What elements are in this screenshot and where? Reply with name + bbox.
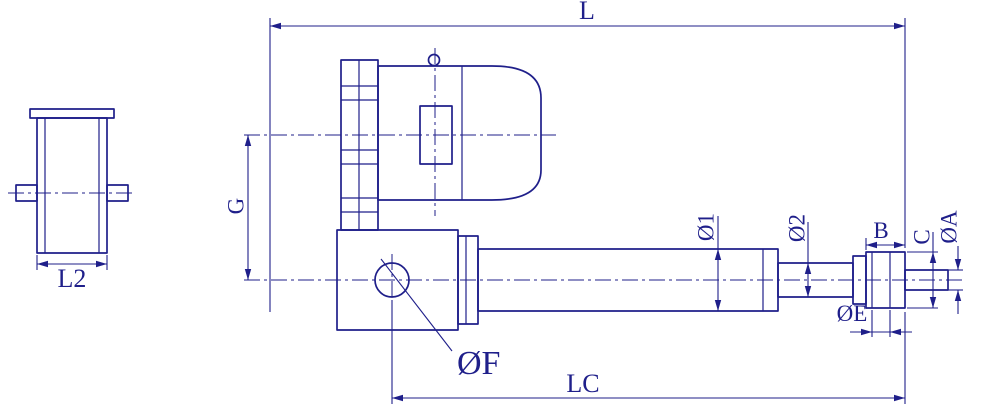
label-d2: Ø2 (785, 214, 810, 242)
motor (340, 53, 542, 231)
label-l: L (579, 0, 595, 25)
dim-l2: L2 (36, 255, 108, 293)
label-da: ØA (937, 210, 962, 244)
dim-l: L (269, 0, 906, 312)
label-g: G (224, 198, 249, 215)
motor-lifting-eye (427, 53, 441, 67)
dim-c: C (907, 229, 938, 309)
bracket-top-plate (29, 108, 115, 119)
dim-da: ØA (937, 210, 963, 314)
leader-df-line (380, 258, 453, 352)
actuator-tube (457, 235, 867, 325)
motor-nameplate (419, 105, 453, 165)
dim-d1: Ø1 (694, 213, 722, 311)
label-lc: LC (566, 369, 599, 398)
bracket-pin-left (15, 184, 38, 202)
dim-b: B (865, 218, 905, 250)
front-clevis (865, 251, 949, 309)
front-stud (904, 269, 949, 291)
dim-de: ØE (837, 301, 912, 337)
label-df: ØF (457, 345, 500, 382)
motor-body-outline (377, 65, 542, 201)
label-c: C (910, 229, 935, 244)
rear-mounting-hole (374, 262, 410, 298)
end-view (8, 108, 136, 254)
dim-g: G (224, 135, 252, 280)
centerlines (244, 48, 962, 306)
bracket-body (36, 117, 108, 254)
label-d1: Ø1 (694, 213, 719, 241)
label-b: B (873, 218, 888, 243)
bracket-pin-right (106, 184, 129, 202)
dim-lc: LC (391, 300, 906, 404)
dim-d2: Ø2 (785, 214, 812, 297)
label-de: ØE (837, 301, 868, 326)
label-l2: L2 (58, 264, 87, 293)
leader-df: ØF (380, 258, 500, 382)
